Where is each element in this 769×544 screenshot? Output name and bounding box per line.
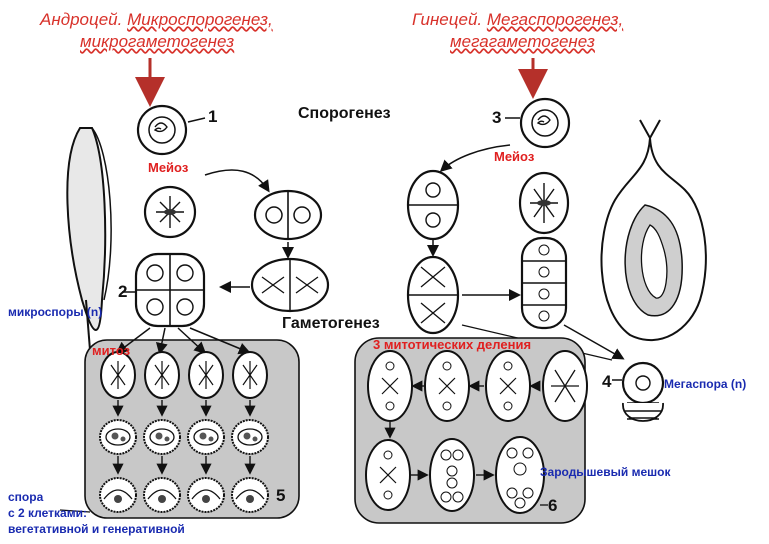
cell-meiosis-right	[520, 173, 568, 233]
stage-number-1: 1	[208, 107, 217, 127]
cell-meiosis-left	[145, 187, 195, 237]
stage-number-5: 5	[276, 486, 285, 506]
spore-label-line2: с 2 клетками:	[8, 506, 87, 520]
embryo-sac-stage-6	[430, 439, 474, 511]
cell-3	[521, 99, 569, 147]
pollen-2	[144, 420, 180, 454]
cell-1	[138, 106, 186, 154]
pollen-1	[100, 420, 136, 454]
tetrad-cell-2	[136, 254, 204, 326]
pollen-mature-3	[188, 478, 224, 512]
embryo-sac-stage-2	[425, 351, 469, 421]
stage-number-2: 2	[118, 282, 127, 302]
dyad-vertical-dividing	[408, 257, 458, 333]
embryo-sac-label: Зародышевый мешок	[540, 465, 670, 479]
pollen-mature-1	[100, 478, 136, 512]
gynoecium-subtitle: мегагаметогенез	[450, 32, 595, 52]
microspore-mitosis-4	[233, 352, 267, 398]
microspore-mitosis-3	[189, 352, 223, 398]
dyad-vertical	[408, 171, 458, 239]
androecium-title: Андроцей. Микроспорогенез,	[40, 10, 273, 30]
stage-number-6: 6	[548, 496, 557, 516]
anther-drawing	[67, 128, 105, 330]
microspores-label: микроспоры (n)	[8, 305, 102, 319]
embryo-sac-stage-5	[366, 440, 410, 510]
megaspore-label: Мегаспора (n)	[664, 377, 746, 391]
linear-tetrad	[522, 238, 566, 328]
androecium-subtitle: микрогаметогенез	[80, 32, 234, 52]
three-mitotic-divisions-label: 3 митотических деления	[373, 337, 531, 352]
pollen-4	[232, 420, 268, 454]
pollen-mature-2	[144, 478, 180, 512]
spore-label-line3: вегетативной и генеративной	[8, 522, 185, 536]
stage-number-4: 4	[602, 372, 611, 392]
embryo-sac-stage-1	[368, 351, 412, 421]
meiosis-label-right: Мейоз	[494, 149, 534, 164]
pistil-drawing	[601, 120, 705, 340]
mitosis-label: митоз	[92, 343, 130, 358]
embryo-sac-stage-3	[486, 351, 530, 421]
microspore-mitosis-2	[145, 352, 179, 398]
dyad-cells	[255, 191, 321, 239]
pollen-3	[188, 420, 224, 454]
sporogenesis-heading: Спорогенез	[298, 105, 391, 123]
megaspore-cell-4	[623, 363, 663, 421]
meiosis-label-left: Мейоз	[148, 160, 188, 175]
embryo-sac-mature	[496, 437, 544, 513]
pollen-mature-4	[232, 478, 268, 512]
spore-label-line1: спора	[8, 490, 43, 504]
dyad-dividing	[252, 259, 328, 311]
microspore-mitosis-1	[101, 352, 135, 398]
stage-number-3: 3	[492, 108, 501, 128]
embryo-sac-stage-0	[543, 351, 587, 421]
gametogenesis-heading: Гаметогенез	[282, 315, 380, 333]
gynoecium-title: Гинецей. Мегаспорогенез,	[412, 10, 623, 30]
